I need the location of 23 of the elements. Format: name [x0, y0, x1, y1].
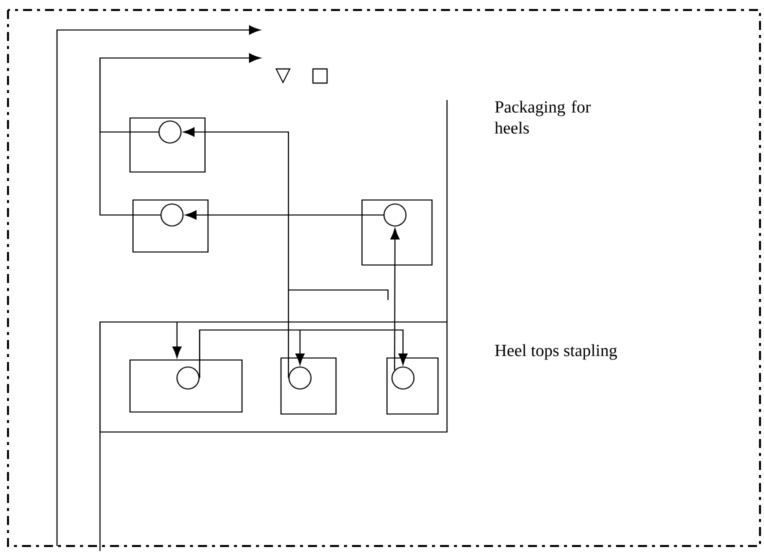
- arrow: [99, 321, 182, 551]
- operator-circle: [160, 203, 184, 227]
- arrow: [199, 329, 408, 378]
- workstation-box: [280, 357, 337, 415]
- operator-circle: [391, 366, 415, 390]
- symbol: □: [312, 68, 328, 84]
- operator-circle: [176, 366, 200, 390]
- arrow: [183, 127, 289, 378]
- arrow: [390, 228, 400, 370]
- area-box: [99, 321, 448, 433]
- operator-circle: [288, 366, 312, 390]
- arrow: [99, 53, 260, 216]
- workstation-box: [129, 117, 206, 173]
- workstation-box: [129, 359, 243, 413]
- operator-circle: [158, 120, 182, 144]
- area-label: Packaging for heels: [494, 100, 591, 134]
- workstation-box: [132, 199, 209, 253]
- arrow: [185, 210, 384, 220]
- operator-circle: [383, 203, 407, 227]
- symbol: ▽: [275, 68, 291, 84]
- area-label: Heel tops stapling: [495, 344, 617, 360]
- workstation-box: [386, 357, 439, 415]
- workstation-box: [361, 199, 433, 266]
